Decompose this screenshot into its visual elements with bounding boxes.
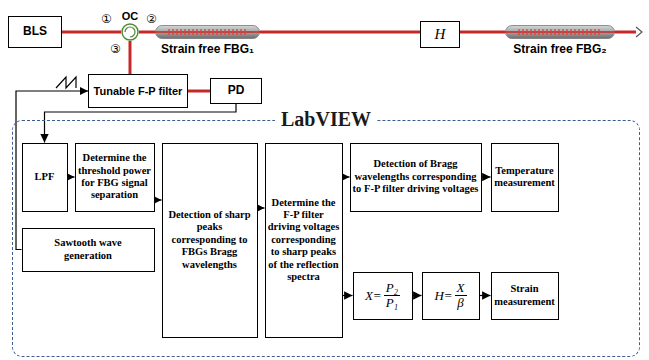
process-box: Determine the F-P filter driving voltage…	[265, 143, 343, 338]
fiber-end	[615, 31, 636, 34]
signal-arrow	[480, 295, 491, 296]
process-box: Detection of sharp peaks corresponding t…	[162, 143, 258, 338]
port-number: ③	[110, 42, 121, 56]
box-text-wrap: Sawtooth wave generation	[39, 237, 138, 262]
box-text-wrap: Determine the threshold power for FBG si…	[78, 152, 152, 202]
signal-arrow	[482, 176, 491, 177]
port-number: ②	[146, 12, 157, 26]
signal-arrow	[155, 199, 162, 200]
box-text-wrap: Temperature measurement	[494, 165, 556, 190]
process-box: LPF	[22, 143, 68, 212]
denominator: β	[455, 296, 465, 310]
component-label: OC	[121, 9, 139, 23]
optical-fiber	[188, 90, 210, 93]
fraction: Xβ	[455, 281, 467, 311]
signal-arrow	[413, 295, 422, 296]
sensor-label: Strain free FBG₂	[505, 42, 615, 56]
detector-box: PD	[210, 78, 262, 104]
optical-fiber	[139, 31, 155, 34]
box-text-wrap: Strain measurement	[494, 283, 556, 308]
signal-arrow	[68, 176, 75, 177]
box-text-wrap: H	[423, 26, 457, 43]
sawtooth-symbol	[56, 77, 76, 88]
box-label: LPF	[25, 171, 65, 183]
box-label: BLS	[11, 25, 59, 39]
fbg-sensor: Strain free FBG₂	[505, 25, 615, 56]
numerator: P₂	[384, 281, 400, 296]
process-box: Determine the threshold power for FBG si…	[75, 143, 155, 212]
numerator: X	[455, 281, 467, 296]
signal-arrow	[343, 176, 350, 177]
sensor-label: Strain free FBG₁	[155, 42, 260, 56]
formula-box: H=Xβ	[422, 272, 480, 320]
box-label: H	[423, 26, 457, 43]
fraction: P₂P₁	[384, 281, 400, 311]
box-label: Determine the threshold power for FBG si…	[78, 152, 152, 202]
process-box: Sawtooth wave generation	[22, 228, 155, 272]
output-box: Strain measurement	[491, 272, 559, 320]
box-label: Determine the F-P filter driving voltage…	[268, 197, 340, 284]
optical-fiber	[129, 41, 132, 74]
box-label: Temperature measurement	[494, 165, 556, 190]
circulator-symbol	[121, 23, 139, 41]
signal-arrow	[45, 104, 237, 143]
fbg-sensor: Strain free FBG₁	[155, 25, 260, 56]
box-text-wrap: Determine the F-P filter driving voltage…	[268, 197, 340, 284]
box-text-wrap: Detection of Bragg wavelengths correspon…	[353, 158, 479, 195]
software-region: LabVIEWLPFDetermine the threshold power …	[12, 120, 640, 357]
optical-circulator: OC	[121, 9, 139, 41]
formula-lhs: H=	[434, 288, 452, 304]
optical-fiber	[260, 31, 420, 34]
box-text-wrap: Tunable F-P filter	[91, 85, 185, 98]
box-text-wrap: Detection of sharp peaks corresponding t…	[165, 209, 255, 271]
region-title: LabVIEW	[275, 107, 377, 131]
optical-fiber	[460, 31, 505, 34]
optical-fiber	[62, 31, 121, 34]
formula-box: X=P₂P₁	[353, 272, 413, 320]
box-label: Strain measurement	[494, 283, 556, 308]
process-box: Detection of Bragg wavelengths correspon…	[350, 143, 482, 212]
fbg-tube	[505, 25, 615, 39]
signal-arrow	[258, 207, 265, 208]
source-box: BLS	[8, 16, 62, 48]
box-label: Sawtooth wave generation	[39, 237, 138, 262]
fbg-tube	[155, 25, 260, 39]
denominator: P₁	[384, 296, 400, 310]
box-label: Detection of sharp peaks corresponding t…	[165, 209, 255, 271]
port-number: ①	[101, 12, 112, 26]
h-box: H	[420, 21, 460, 48]
formula-lhs: X=	[365, 288, 382, 304]
formula: H=Xβ	[434, 281, 466, 311]
box-text-wrap: PD	[213, 84, 259, 98]
formula: X=P₂P₁	[365, 281, 400, 311]
box-label: Tunable F-P filter	[91, 85, 185, 98]
box-label: Detection of Bragg wavelengths correspon…	[353, 158, 479, 195]
fiber-terminator	[636, 27, 642, 37]
filter-box: Tunable F-P filter	[88, 74, 188, 108]
signal-arrow	[343, 295, 353, 296]
output-box: Temperature measurement	[491, 143, 559, 212]
box-text-wrap: BLS	[11, 25, 59, 39]
box-text-wrap: LPF	[25, 171, 65, 183]
box-label: PD	[213, 84, 259, 98]
